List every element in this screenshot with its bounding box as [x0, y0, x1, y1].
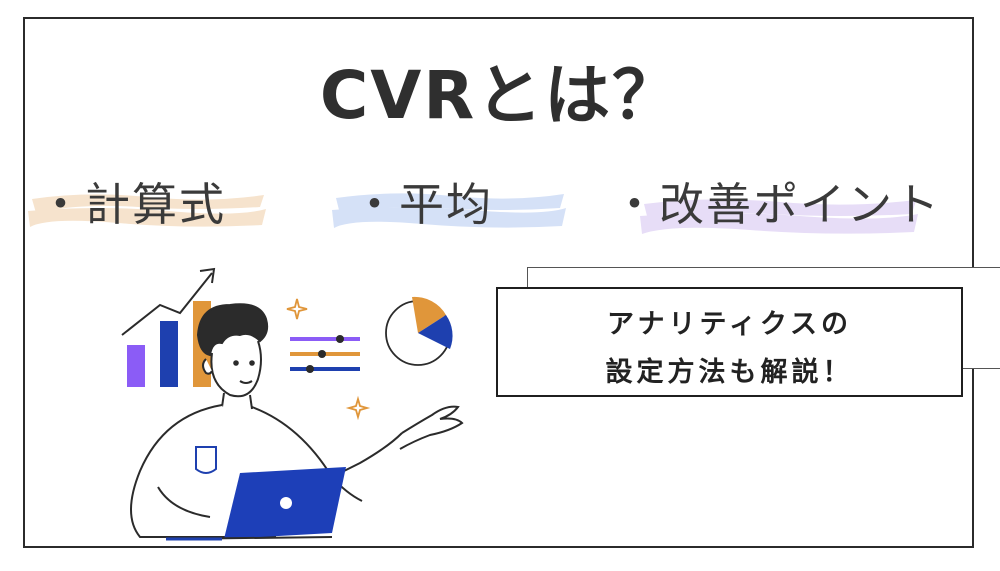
highlight-stroke-average — [332, 193, 566, 228]
callout-line-1: アナリティクスの — [606, 309, 853, 340]
topic-average: ・平均 — [352, 178, 494, 231]
topic-formula: ・計算式 — [38, 178, 227, 231]
highlight-stroke-formula — [28, 194, 266, 227]
bar-purple — [127, 345, 145, 387]
pie-chart-icon — [385, 296, 453, 366]
highlight-stroke-improvement — [640, 199, 918, 234]
bar-blue — [160, 321, 178, 387]
bar-chart-icon — [127, 301, 211, 387]
slider-settings-icon — [290, 335, 360, 373]
callout-line-2: 設定方法も解説！ — [605, 357, 854, 388]
topic-improvement-points: ・改善ポイント — [612, 178, 942, 231]
callout-box — [496, 287, 963, 397]
growth-arrow-icon — [121, 267, 216, 336]
laptop-icon — [165, 467, 346, 541]
page-title: CVRとは？ — [319, 57, 681, 134]
person-with-laptop-illustration — [121, 267, 464, 541]
sparkle-icon — [286, 298, 371, 421]
